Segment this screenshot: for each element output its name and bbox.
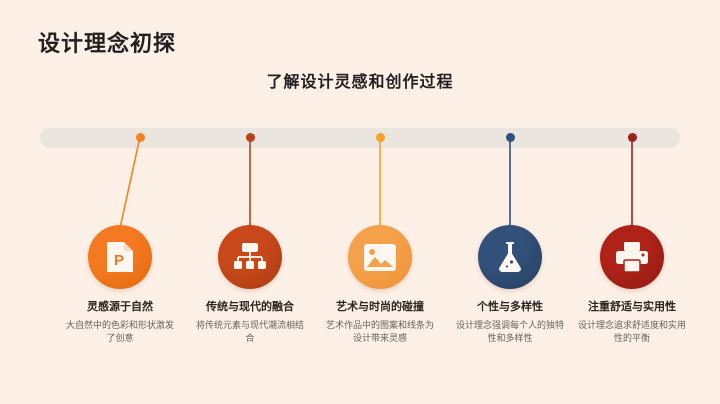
node-label: 灵感源于自然 <box>87 301 153 313</box>
node-description: 设计理念强调每个人的独特性和多样性 <box>455 320 564 343</box>
node-icon-circle[interactable]: P <box>88 225 152 289</box>
timeline-node-dot[interactable] <box>375 133 385 142</box>
node-label: 个性与多样性 <box>477 301 543 313</box>
node-text-block: 注重舒适与实用性设计理念追求舒适度和实用性的平衡 <box>562 300 702 345</box>
timeline-node-dot[interactable] <box>627 133 637 142</box>
node-label: 艺术与时尚的碰撞 <box>336 301 424 313</box>
node-icon-circle[interactable] <box>478 225 542 289</box>
file-presentation-icon: P <box>105 240 135 274</box>
node-text-block: 灵感源于自然大自然中的色彩和形状激发了创意 <box>50 300 190 345</box>
node-icon-circle[interactable] <box>600 225 664 289</box>
timeline-node-dot[interactable] <box>135 133 145 142</box>
sitemap-hierarchy-icon <box>234 242 266 272</box>
node-text-block: 传统与现代的融合将传统元素与现代潮流相结合 <box>180 300 320 345</box>
node-description: 设计理念追求舒适度和实用性的平衡 <box>577 320 686 343</box>
timeline-node-dot[interactable] <box>505 133 515 142</box>
node-label: 传统与现代的融合 <box>206 301 294 313</box>
printer-icon <box>616 242 648 272</box>
node-text-block: 个性与多样性设计理念强调每个人的独特性和多样性 <box>440 300 580 345</box>
node-description: 大自然中的色彩和形状激发了创意 <box>65 320 174 343</box>
node-text-block: 艺术与时尚的碰撞艺术作品中的图案和线条为设计带来灵感 <box>310 300 450 345</box>
node-description: 艺术作品中的图案和线条为设计带来灵感 <box>325 320 434 343</box>
page-title: 设计理念初探 <box>38 31 177 56</box>
timeline-node-dot[interactable] <box>245 133 255 142</box>
page-subtitle: 了解设计灵感和创作过程 <box>266 74 454 91</box>
svg-text:P: P <box>114 252 124 269</box>
node-icon-circle[interactable] <box>218 225 282 289</box>
image-picture-icon <box>364 243 396 271</box>
node-icon-circle[interactable] <box>348 225 412 289</box>
node-label: 注重舒适与实用性 <box>588 301 676 313</box>
node-description: 将传统元素与现代潮流相结合 <box>195 320 304 343</box>
timeline-bar <box>40 128 680 148</box>
flask-beaker-icon <box>496 241 524 273</box>
